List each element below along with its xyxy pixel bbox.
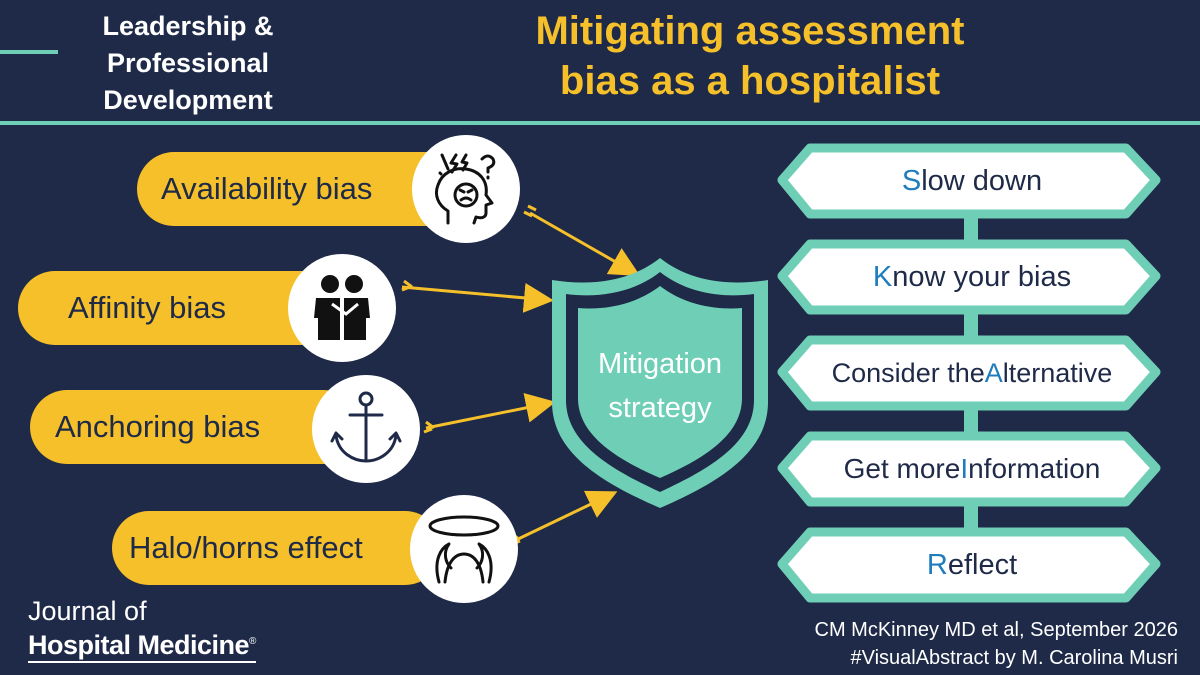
step-shape-3 (777, 335, 1161, 411)
section-title-line2: Professional (106, 48, 270, 78)
step-initial: I (960, 453, 969, 484)
bias-label: Halo/horns effect (129, 530, 363, 565)
page-title-line2: bias as a hospitalist (559, 59, 941, 103)
step-initial: S (901, 164, 922, 197)
step-initial: A (984, 357, 1003, 388)
anchor-icon (330, 391, 402, 463)
availability-icon-circle (412, 135, 520, 243)
step-prefix: Consider the (831, 357, 985, 388)
shield-label-line1: Mitigation (597, 348, 723, 380)
bias-pill-anchoring: Anchoring bias (30, 390, 360, 464)
step-rest: low down (921, 164, 1043, 197)
header-divider (0, 121, 1200, 125)
journal-logo: Journal of Hospital Medicine® (28, 596, 256, 663)
anchoring-icon-circle (312, 375, 420, 483)
section-title-line1: Leadership & (102, 11, 274, 41)
bias-label: Anchoring bias (55, 409, 261, 444)
bias-pill-halo: Halo/horns effect (112, 511, 442, 585)
credits: CM McKinney MD et al, September 2026 #Vi… (815, 616, 1179, 672)
shield-label-line2: strategy (608, 392, 712, 424)
mitigation-shield (552, 258, 768, 508)
header-accent-line (0, 50, 58, 54)
visual-abstract-credit: #VisualAbstract by M. Carolina Musri (850, 647, 1178, 669)
arrow-anchoring (423, 393, 556, 434)
step-shape-4 (777, 431, 1161, 507)
halo-icon-circle (410, 495, 518, 603)
step-rest: lternative (1002, 357, 1113, 388)
bias-label: Affinity bias (68, 290, 226, 325)
step-initial: R (926, 548, 948, 581)
step-shape-1 (777, 143, 1161, 219)
affinity-icon-circle (288, 254, 396, 362)
steps-shapes (777, 143, 1161, 603)
arrow-availability (523, 204, 641, 276)
arrow-affinity (401, 279, 554, 313)
step-rest: now your bias (892, 260, 1072, 293)
step-rest: eflect (947, 548, 1018, 581)
step-prefix: Get more (843, 453, 961, 484)
registered-mark: ® (249, 636, 256, 647)
step-initial: K (872, 260, 893, 293)
journal-logo-line1: Journal of (28, 596, 147, 626)
journal-logo-line2: Hospital Medicine® (28, 626, 256, 663)
step-shape-2 (777, 239, 1161, 315)
citation: CM McKinney MD et al, September 2026 (814, 619, 1179, 641)
angry-head-icon (434, 153, 496, 225)
halo-horns-icon (428, 515, 500, 584)
bias-label: Availability bias (161, 171, 373, 206)
step-shape-5 (777, 527, 1161, 603)
journal-logo-name: Hospital Medicine (28, 630, 250, 660)
step-rest: nformation (968, 453, 1101, 484)
page-title-line1: Mitigating assessment (535, 9, 965, 53)
two-people-icon (314, 275, 370, 340)
shield-label: Mitigation strategy (570, 342, 750, 430)
section-title-line3: Development (103, 85, 273, 115)
page-title: Mitigating assessment bias as a hospital… (430, 6, 1070, 106)
section-title: Leadership & Professional Development (58, 8, 318, 119)
